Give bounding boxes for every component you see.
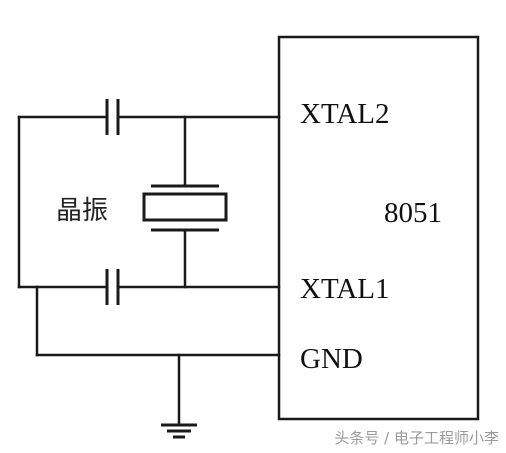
chip-name: 8051 <box>384 197 442 229</box>
chip-8051-box <box>277 35 480 421</box>
crystal-symbol <box>142 184 228 232</box>
crystal-label: 晶振 <box>56 196 108 226</box>
pin-label-xtal2: XTAL2 <box>300 98 390 130</box>
watermark-text: 头条号 / 电子工程师小李 <box>334 429 499 447</box>
ground-symbol-icon <box>161 423 197 439</box>
pin-label-gnd: GND <box>300 343 363 375</box>
pin-label-xtal1: XTAL1 <box>300 273 390 305</box>
gnd-wire <box>35 285 281 427</box>
capacitor-c2 <box>105 269 120 305</box>
capacitor-c1 <box>105 99 120 135</box>
